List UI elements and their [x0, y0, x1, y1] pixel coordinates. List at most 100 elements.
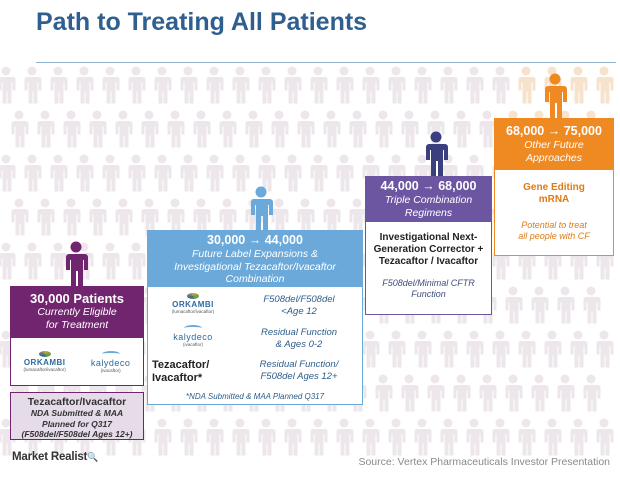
- crowd-person-icon: [11, 198, 29, 236]
- triple-combination-body: Investigational Next- Generation Correct…: [365, 222, 492, 315]
- tezacaftor-row-text: Residual Function/ F508del Ages 12+: [236, 359, 362, 382]
- kalydeco-row-line-2: & Ages 0-2: [275, 338, 323, 350]
- kalydeco-row-logo-sub: (ivacaftor): [182, 342, 203, 347]
- crowd-person-icon: [323, 198, 341, 236]
- crowd-person-icon: [401, 374, 419, 412]
- crowd-person-icon: [219, 110, 237, 148]
- tezacaftor-note-line-2: Planned for Q317: [42, 418, 112, 429]
- crowd-person-icon: [544, 418, 562, 456]
- crowd-person-icon: [570, 418, 588, 456]
- crowd-person-icon: [258, 66, 276, 104]
- crowd-person-icon: [206, 154, 224, 192]
- orkambi-logo: ORKAMBI (lumacaftor/ivacaftor): [24, 351, 66, 372]
- crowd-person-icon: [544, 330, 562, 368]
- tezacaftor-row-drug-2: Ivacaftor*: [152, 372, 203, 384]
- crowd-person-icon: [375, 110, 393, 148]
- crowd-person-icon: [310, 418, 328, 456]
- orkambi-logo-name: ORKAMBI: [23, 358, 66, 367]
- kalydeco-row-logo-name: kalydeco: [173, 332, 213, 342]
- triple-combination-box: 44,000 → 68,000 Triple Combination Regim…: [365, 176, 492, 315]
- crowd-person-icon: [596, 330, 614, 368]
- crowd-person-icon: [362, 66, 380, 104]
- crowd-person-icon: [0, 330, 16, 368]
- crowd-person-icon: [336, 418, 354, 456]
- crowd-person-icon: [89, 198, 107, 236]
- crowd-person-icon: [505, 286, 523, 324]
- magnifier-icon: 🔍: [87, 452, 99, 462]
- triple-combination-count: 44,000 → 68,000: [380, 179, 477, 193]
- triple-body-italic-1: F508del/Minimal CFTR: [382, 278, 475, 288]
- crowd-person-icon: [414, 418, 432, 456]
- person-icon-indigo: [426, 131, 448, 176]
- triple-body-bold-1: Investigational Next-: [379, 232, 478, 243]
- crowd-person-icon: [232, 154, 250, 192]
- crowd-person-icon: [479, 110, 497, 148]
- tezacaftor-row-line-1: Residual Function/: [259, 359, 339, 370]
- crowd-person-icon: [37, 110, 55, 148]
- orkambi-row-text: F508del/F508del <Age 12: [236, 294, 362, 317]
- crowd-person-icon: [375, 374, 393, 412]
- kalydeco-swoosh-icon: [184, 325, 202, 331]
- orkambi-row-logo: ORKAMBI (lumacaftor/ivacaftor): [158, 293, 228, 314]
- crowd-person-icon: [154, 66, 172, 104]
- orkambi-row-line-2: <Age 12: [281, 305, 317, 317]
- crowd-person-icon: [284, 66, 302, 104]
- tezacaftor-note-line-3: (F508del/F508del Ages 12+): [21, 429, 133, 439]
- crowd-person-icon: [24, 66, 42, 104]
- crowd-person-icon: [336, 154, 354, 192]
- crowd-person-icon: [388, 418, 406, 456]
- crowd-person-icon: [154, 154, 172, 192]
- crowd-person-icon: [167, 198, 185, 236]
- orkambi-logo-sub: (lumacaftor/ivacaftor): [23, 367, 66, 372]
- crowd-person-icon: [37, 198, 55, 236]
- crowd-person-icon: [128, 154, 146, 192]
- tezacaftor-row-line-2: F508del Ages 12+: [260, 370, 338, 382]
- crowd-person-icon: [76, 66, 94, 104]
- crowd-person-icon: [141, 198, 159, 236]
- title-divider: [36, 62, 616, 63]
- crowd-person-icon: [180, 418, 198, 456]
- crowd-person-icon: [271, 110, 289, 148]
- crowd-person-icon: [557, 286, 575, 324]
- crowd-person-icon: [128, 66, 146, 104]
- crowd-person-icon: [232, 418, 250, 456]
- crowd-person-icon: [362, 330, 380, 368]
- crowd-person-icon: [596, 66, 614, 104]
- current-patients-count: 30,000 Patients: [30, 291, 124, 306]
- crowd-person-icon: [388, 330, 406, 368]
- crowd-person-icon: [141, 110, 159, 148]
- future-body-bold-1: Gene Editing: [523, 182, 585, 193]
- crowd-person-icon: [440, 330, 458, 368]
- kalydeco-row: kalydeco (ivacaftor) Residual Function &…: [148, 323, 362, 353]
- crowd-person-icon: [115, 110, 133, 148]
- label-expansion-body: ORKAMBI (lumacaftor/ivacaftor) F508del/F…: [147, 287, 363, 405]
- brand-name: Market Realist: [12, 451, 88, 463]
- crowd-person-icon: [11, 110, 29, 148]
- future-approaches-subheader-2: Approaches: [525, 151, 583, 164]
- orkambi-row: ORKAMBI (lumacaftor/ivacaftor) F508del/F…: [148, 291, 362, 321]
- crowd-person-icon: [232, 66, 250, 104]
- crowd-person-icon: [50, 66, 68, 104]
- future-approaches-body: Gene Editing mRNA Potential to treat all…: [494, 170, 614, 256]
- future-approaches-header: 68,000 → 75,000 Other Future Approaches: [494, 118, 614, 170]
- tezacaftor-row: Tezacaftor/ Ivacaftor* Residual Function…: [148, 357, 362, 387]
- person-icon-orange: [545, 73, 567, 118]
- crowd-person-icon: [323, 110, 341, 148]
- crowd-person-icon: [0, 66, 16, 104]
- future-body-italic-1: Potential to treat: [521, 220, 587, 230]
- triple-body-bold-2: Generation Corrector +: [373, 244, 484, 255]
- crowd-person-icon: [466, 66, 484, 104]
- triple-body-italic: F508del/Minimal CFTR Function: [366, 278, 491, 300]
- crowd-person-icon: [362, 418, 380, 456]
- crowd-person-icon: [401, 110, 419, 148]
- tezacaftor-note: Tezacaftor/Ivacaftor NDA Submitted & MAA…: [10, 392, 144, 440]
- tezacaftor-row-drug-1: Tezacaftor/: [152, 359, 210, 371]
- crowd-person-icon: [479, 374, 497, 412]
- label-expansion-box: 30,000 → 44,000 Future Label Expansions …: [147, 230, 363, 405]
- crowd-person-icon: [505, 374, 523, 412]
- kalydeco-swoosh-icon: [101, 350, 120, 357]
- future-body-italic: Potential to treat all people with CF: [495, 220, 613, 242]
- crowd-person-icon: [492, 330, 510, 368]
- crowd-person-icon: [336, 66, 354, 104]
- crowd-person-icon: [570, 66, 588, 104]
